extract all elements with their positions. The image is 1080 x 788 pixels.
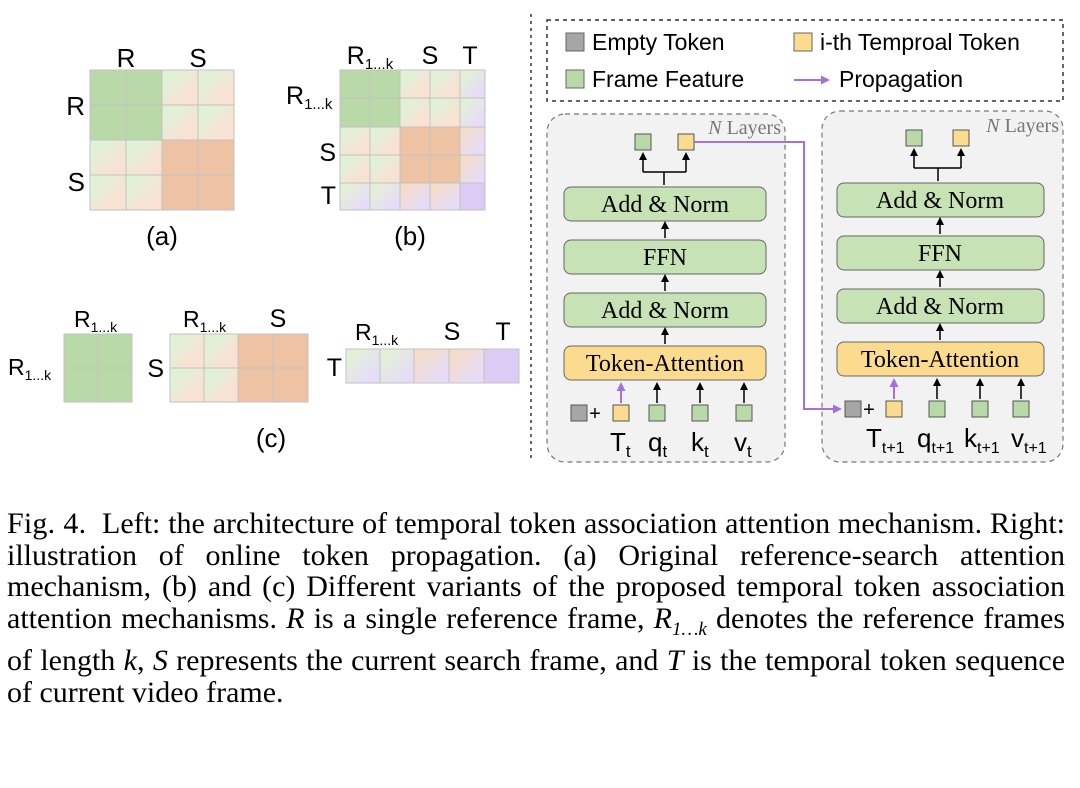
label-a-col-S: S	[189, 43, 206, 73]
label-c3-row-T: T	[327, 354, 342, 382]
transformer-left: N Layers Add & Norm FFN Add & Norm Token…	[546, 113, 786, 463]
input-temporal-token-next	[885, 400, 903, 418]
attention-matrix-b: R1...k S T R1...k S T (b)	[286, 42, 486, 251]
output-frame-token-next	[905, 129, 923, 147]
empty-token-swatch	[565, 32, 585, 52]
attention-matrix-a: R S R S (a)	[66, 43, 235, 251]
label-c2-col-S: S	[270, 305, 287, 333]
matrix-c3: R1...k S T T	[327, 318, 520, 384]
input-q-token-next	[928, 400, 946, 418]
ffn-label-next: FFN	[918, 241, 962, 267]
caption-b: (b)	[394, 221, 426, 251]
caption-var-T: T	[666, 644, 684, 677]
label-b-row-T: T	[321, 182, 336, 210]
input-v-token	[735, 404, 753, 422]
label-b-col-T: T	[462, 42, 477, 70]
input-empty-token-next	[844, 400, 862, 418]
input-label-q-next: qt+1	[917, 423, 954, 457]
caption-label: Fig. 4.	[7, 507, 87, 540]
label-c1-col-R1k: R1...k	[74, 306, 118, 335]
token-attention-block-next	[836, 341, 1045, 377]
caption-var-k: k	[123, 644, 137, 677]
label-a-row-R: R	[66, 91, 85, 121]
caption-part-2: is a single reference frame,	[313, 601, 645, 635]
caption-var-S: S	[152, 644, 168, 677]
label-a-row-S: S	[68, 167, 85, 197]
label-b-col-S: S	[422, 42, 439, 70]
input-label-k: kt	[691, 427, 709, 461]
label-c3-col-R1k: R1...k	[355, 319, 399, 348]
caption-c: (c)	[256, 423, 286, 453]
legend-empty-token: Empty Token	[592, 29, 725, 55]
plus-sign: +	[589, 403, 601, 425]
input-label-T-next: Tt+1	[866, 423, 905, 457]
layers-label-left: N Layers	[707, 117, 781, 139]
figure-canvas: R S R S (a)	[8, 14, 1064, 463]
output-temporal-token	[677, 133, 695, 151]
input-temporal-token	[612, 404, 630, 422]
plus-sign-next: +	[863, 399, 875, 421]
label-c2-col-R1k: R1...k	[183, 306, 227, 335]
add-norm-top-label-next: Add & Norm	[876, 188, 1004, 214]
matrix-b-grid	[339, 69, 486, 211]
matrix-c2: R1...k S S	[147, 305, 309, 403]
label-c3-col-S: S	[444, 318, 461, 346]
label-b-row-R1k: R1...k	[286, 82, 333, 113]
input-k-token-next	[971, 400, 989, 418]
input-k-token	[691, 404, 709, 422]
caption-part-1: Left: the architecture of temporal token…	[7, 507, 1066, 635]
attention-matrix-c: R1...k R1...k R1...k S S R1...k S T T (c…	[8, 305, 520, 453]
input-empty-token	[570, 404, 588, 422]
matrix-a-cells	[90, 70, 234, 210]
matrix-c1: R1...k R1...k	[8, 306, 133, 403]
caption-var-R: R	[286, 601, 305, 635]
caption-part-4: ,	[136, 644, 145, 677]
input-label-v: vt	[734, 427, 752, 461]
figure-caption: Fig. 4. Left: the architecture of tempor…	[7, 508, 1065, 708]
legend-frame-feature: Frame Feature	[592, 66, 744, 92]
transformer-right: N Layers Add & Norm FFN Add & Norm Token…	[821, 110, 1064, 463]
label-a-col-R: R	[117, 43, 136, 73]
matrix-a-grid	[89, 69, 235, 211]
add-norm-top-label: Add & Norm	[601, 192, 729, 218]
input-label-v-next: vt+1	[1011, 423, 1047, 457]
output-temporal-token-next	[952, 129, 970, 147]
caption-part-3: denotes the reference frames of length	[7, 601, 1066, 677]
token-attention-label-next: Token-Attention	[861, 347, 1019, 373]
label-c3-col-T: T	[495, 318, 510, 346]
layers-label-right: N Layers	[985, 115, 1059, 137]
label-b-row-S: S	[319, 139, 336, 167]
token-attention-block	[563, 345, 767, 381]
label-c1-row-R1k: R1...k	[8, 354, 52, 383]
caption-part-6: is the temporal token sequence of curren…	[7, 644, 1066, 709]
output-frame-token	[634, 133, 652, 151]
caption-var-R1k: R1…k	[653, 601, 707, 640]
input-label-q: qt	[648, 427, 667, 461]
input-label-T: Tt	[610, 427, 631, 461]
caption-part-5: represents the current search frame, and	[176, 644, 659, 677]
legend-border	[546, 19, 1064, 102]
input-q-token	[648, 404, 666, 422]
frame-feature-swatch	[565, 69, 585, 89]
temporal-token-swatch	[793, 32, 813, 52]
input-v-token-next	[1012, 400, 1030, 418]
legend-temporal-token: i-th Temproal Token	[820, 29, 1020, 55]
propagation-path	[694, 141, 842, 414]
matrix-b-cells	[340, 70, 485, 210]
legend-propagation: Propagation	[839, 66, 963, 92]
ffn-label: FFN	[643, 245, 687, 271]
label-c2-row-S: S	[147, 355, 164, 383]
add-norm-bottom-label-next: Add & Norm	[876, 294, 1004, 320]
add-norm-bottom-label: Add & Norm	[601, 298, 729, 324]
caption-a: (a)	[146, 221, 178, 251]
input-label-k-next: kt+1	[964, 423, 1000, 457]
label-b-col-R1k: R1...k	[347, 42, 394, 73]
token-attention-label: Token-Attention	[586, 351, 744, 377]
legend: Empty Token i-th Temproal Token Frame Fe…	[546, 19, 1064, 102]
